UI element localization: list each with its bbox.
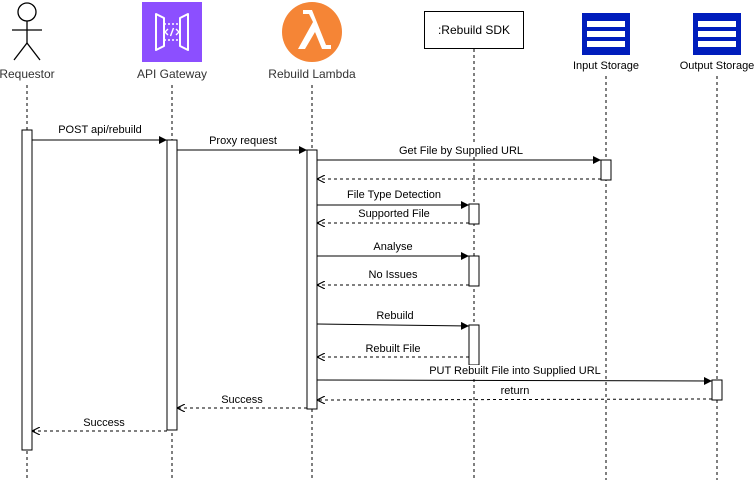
actor-icon <box>12 2 42 61</box>
message-label: return <box>499 385 531 397</box>
message-label: Get File by Supplied URL <box>397 145 525 157</box>
message-label: Rebuild <box>375 310 415 322</box>
activation-sdk-rebuild <box>468 324 480 366</box>
participant-box-rebuild-sdk: :Rebuild SDK <box>424 11 524 49</box>
input-storage-icon <box>582 13 630 55</box>
activation-output-storage <box>711 379 723 401</box>
participant-label-rebuild-lambda: Rebuild Lambda <box>268 67 356 81</box>
return-arrow <box>317 399 713 400</box>
message-label: No Issues <box>367 269 419 281</box>
participant-label-rebuild-sdk: :Rebuild SDK <box>437 23 511 37</box>
message-label: Rebuilt File <box>364 343 422 355</box>
activation-requestor <box>21 129 33 451</box>
activation-sdk-detect <box>468 203 480 225</box>
message-label: Success <box>220 394 264 406</box>
message-label: File Type Detection <box>346 189 442 201</box>
participant-label-requestor: Requestor <box>0 67 55 81</box>
message-label: Success <box>82 417 126 429</box>
lambda-icon <box>282 2 342 62</box>
message-label: Supported File <box>357 208 431 220</box>
message-label: Proxy request <box>208 135 278 147</box>
message-label: PUT Rebuilt File into Supplied URL <box>428 365 602 377</box>
participant-label-input-storage: Input Storage <box>572 60 640 72</box>
message-label: Analyse <box>372 241 414 253</box>
activation-rebuild-lambda <box>306 149 318 410</box>
message-label: POST api/rebuild <box>57 124 143 136</box>
api-gateway-icon <box>142 2 202 62</box>
activation-sdk-analyse <box>468 255 480 287</box>
participant-label-api-gateway: API Gateway <box>136 67 208 81</box>
activation-api-gateway <box>166 139 178 431</box>
participant-label-output-storage: Output Storage <box>679 60 755 72</box>
message-arrow <box>316 321 470 330</box>
activation-input-storage <box>600 159 612 181</box>
message-arrow <box>316 376 713 385</box>
output-storage-icon <box>693 13 741 55</box>
